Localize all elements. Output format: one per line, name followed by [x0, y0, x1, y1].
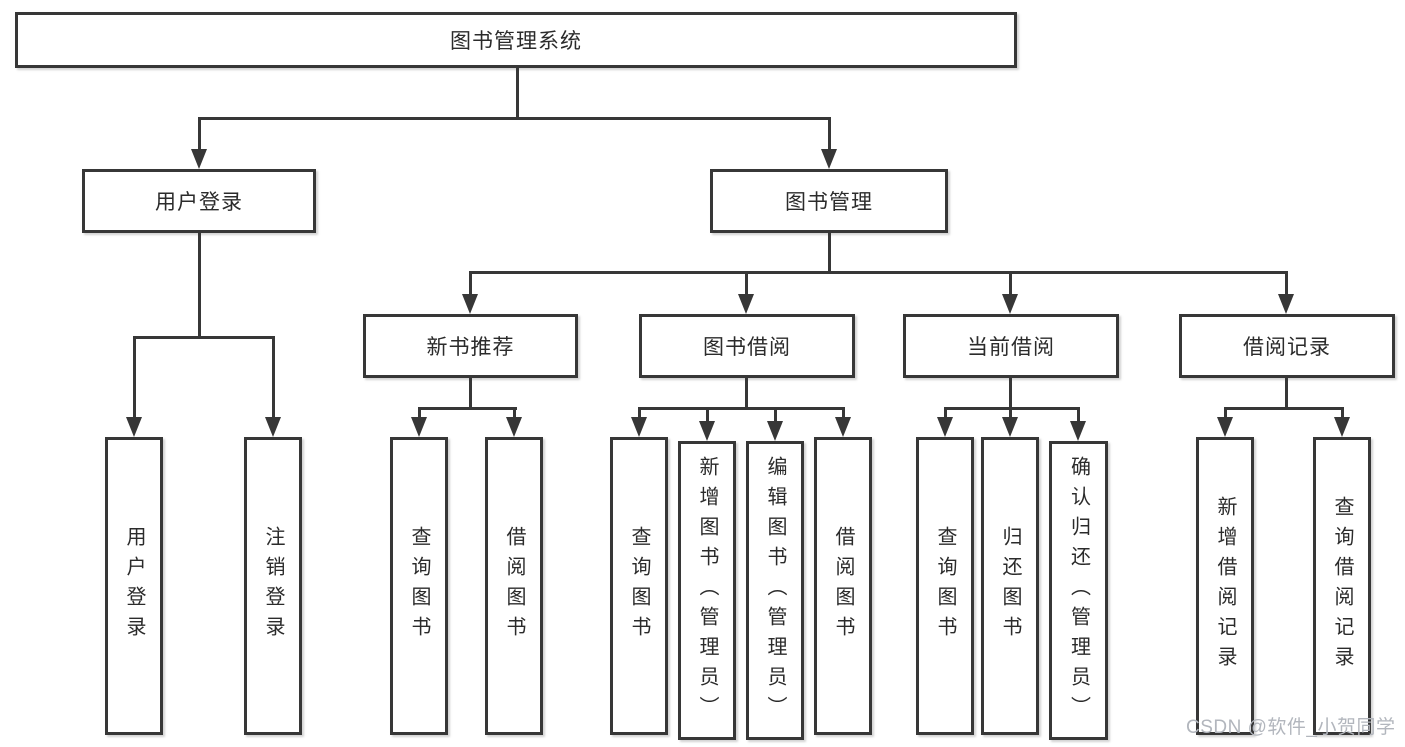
connector-drop — [828, 117, 831, 150]
leaf-label: 新增借阅记录 — [1214, 496, 1236, 676]
leaf-label: 查询图书 — [628, 526, 650, 646]
leaf-query-books-current: 查询图书 — [916, 437, 974, 735]
connector-drop — [944, 407, 947, 418]
watermark: CSDN @软件_小贺同学 — [1186, 717, 1396, 738]
connector-rail — [418, 407, 517, 410]
node-label: 图书借阅 — [703, 336, 791, 359]
connector-drop — [1285, 271, 1288, 296]
arrow-down-icon — [1217, 417, 1233, 437]
node-user-login: 用户登录 — [82, 169, 316, 233]
node-label: 借阅记录 — [1243, 336, 1331, 359]
leaf-query-books-recommend: 查询图书 — [390, 437, 448, 735]
node-label: 当前借阅 — [967, 336, 1055, 359]
connector-rail-level2 — [198, 117, 831, 120]
leaf-label: 编辑图书（管理员） — [764, 455, 786, 726]
connector-stem — [1009, 378, 1012, 409]
leaf-edit-books-admin: 编辑图书（管理员） — [746, 441, 804, 740]
arrow-down-icon — [631, 417, 647, 437]
leaf-label: 新增图书（管理员） — [696, 455, 718, 726]
leaf-confirm-return-admin: 确认归还（管理员） — [1049, 441, 1108, 740]
connector-drop — [1341, 407, 1344, 418]
connector-drop — [198, 117, 201, 150]
connector-drop — [842, 407, 845, 418]
connector-rail — [944, 407, 1080, 410]
connector-drop — [272, 336, 275, 418]
node-current-borrowing: 当前借阅 — [903, 314, 1119, 378]
arrow-down-icon — [937, 417, 953, 437]
leaf-query-books-borrowing: 查询图书 — [610, 437, 668, 735]
connector-drop — [745, 271, 748, 296]
leaf-label: 借阅图书 — [503, 526, 525, 646]
node-label: 用户登录 — [155, 191, 243, 214]
connector-drop — [1009, 407, 1012, 418]
connector-drop — [133, 336, 136, 418]
leaf-label: 用户登录 — [123, 526, 145, 646]
connector-drop — [418, 407, 421, 418]
connector-drop — [469, 271, 472, 296]
arrow-down-icon — [506, 417, 522, 437]
arrow-down-icon — [265, 417, 281, 437]
connector-drop — [1077, 407, 1080, 422]
connector-drop — [774, 407, 777, 422]
arrow-down-icon — [411, 417, 427, 437]
leaf-borrow-books-borrowing: 借阅图书 — [814, 437, 872, 735]
arrow-down-icon — [191, 149, 207, 169]
connector-drop — [706, 407, 709, 422]
node-book-borrowing: 图书借阅 — [639, 314, 855, 378]
node-library-system: 图书管理系统 — [15, 12, 1017, 68]
arrow-down-icon — [1278, 294, 1294, 314]
arrow-down-icon — [835, 417, 851, 437]
connector-stem — [198, 233, 201, 337]
arrow-down-icon — [1002, 417, 1018, 437]
leaf-label: 查询借阅记录 — [1331, 496, 1353, 676]
leaf-add-books-admin: 新增图书（管理员） — [678, 441, 736, 740]
node-label: 图书管理系统 — [450, 30, 582, 53]
arrow-down-icon — [738, 294, 754, 314]
leaf-label: 查询图书 — [408, 526, 430, 646]
connector-root-stem — [516, 68, 519, 118]
arrow-down-icon — [821, 149, 837, 169]
connector-rail-level3 — [469, 271, 1288, 274]
arrow-down-icon — [1070, 421, 1086, 441]
arrow-down-icon — [126, 417, 142, 437]
leaf-logout-login: 注销登录 — [244, 437, 302, 735]
connector-drop — [1009, 271, 1012, 296]
leaf-user-login: 用户登录 — [105, 437, 163, 735]
arrow-down-icon — [1334, 417, 1350, 437]
connector-rail — [638, 407, 845, 410]
node-book-management: 图书管理 — [710, 169, 948, 233]
leaf-label: 借阅图书 — [832, 526, 854, 646]
arrow-down-icon — [1002, 294, 1018, 314]
connector-rail — [1224, 407, 1344, 410]
node-borrowing-records: 借阅记录 — [1179, 314, 1395, 378]
arrow-down-icon — [699, 421, 715, 441]
leaf-label: 归还图书 — [999, 526, 1021, 646]
leaf-label: 注销登录 — [262, 526, 284, 646]
node-label: 新书推荐 — [426, 336, 515, 359]
leaf-borrow-books-recommend: 借阅图书 — [485, 437, 543, 735]
node-label: 图书管理 — [785, 191, 873, 214]
connector-drop — [638, 407, 641, 418]
leaf-return-books: 归还图书 — [981, 437, 1039, 735]
connector-stem — [1285, 378, 1288, 409]
connector-stem — [469, 378, 472, 409]
connector-rail — [133, 336, 275, 339]
connector-drop — [513, 407, 516, 418]
node-new-book-recommendation: 新书推荐 — [363, 314, 578, 378]
arrow-down-icon — [462, 294, 478, 314]
leaf-add-borrow-record: 新增借阅记录 — [1196, 437, 1254, 735]
connector-stem — [828, 233, 831, 273]
arrow-down-icon — [767, 421, 783, 441]
leaf-label: 确认归还（管理员） — [1067, 455, 1090, 726]
leaf-label: 查询图书 — [934, 526, 956, 646]
leaf-query-borrow-record: 查询借阅记录 — [1313, 437, 1371, 735]
connector-stem — [745, 378, 748, 409]
connector-drop — [1224, 407, 1227, 418]
